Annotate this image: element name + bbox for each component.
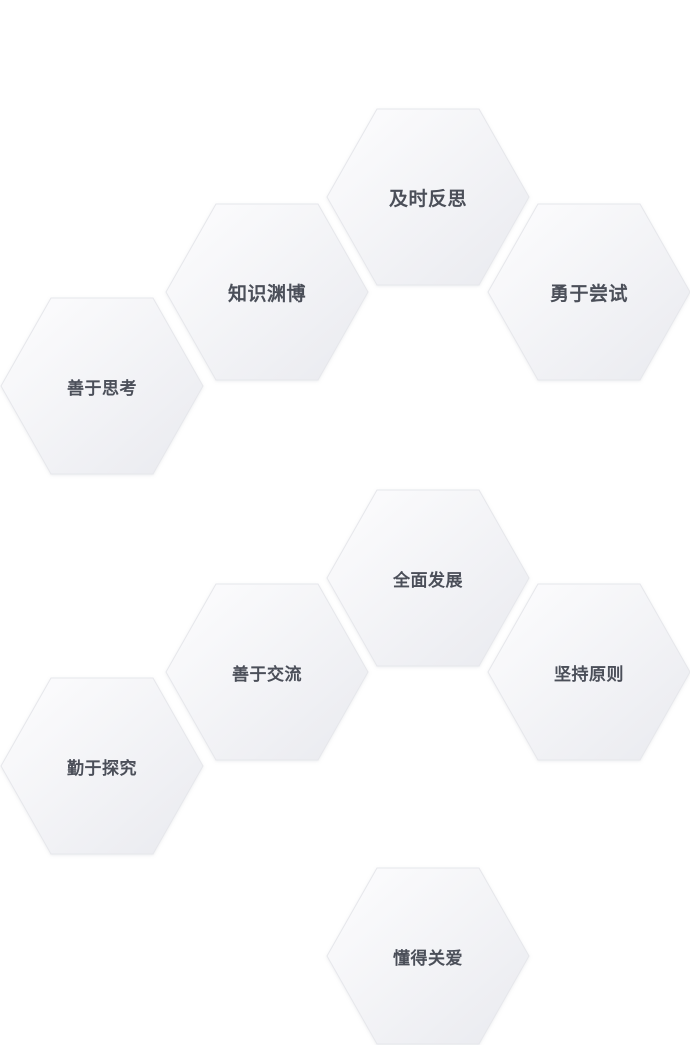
hex-card-label: 全面发展 <box>393 570 463 591</box>
hex-card-care[interactable]: 懂得关爱 <box>326 867 530 1045</box>
hexagon-shape <box>326 108 530 286</box>
hex-card-label: 勇于尝试 <box>549 282 628 305</box>
hex-card-knowledge[interactable]: 知识渊博 <box>165 203 369 381</box>
hexagon-shape <box>487 583 690 761</box>
hex-card-reflect[interactable]: 及时反思 <box>326 108 530 286</box>
hexagon-shape <box>326 867 530 1045</box>
hex-card-label: 及时反思 <box>388 187 467 210</box>
hex-card-label: 善于思考 <box>67 378 137 399</box>
hexagon-shape <box>487 203 690 381</box>
hexagon-shape <box>165 583 369 761</box>
hex-card-explore[interactable]: 勤于探究 <box>0 677 204 855</box>
hexagon-shape <box>0 677 204 855</box>
hex-card-label: 善于交流 <box>232 664 302 685</box>
hex-card-exchange[interactable]: 善于交流 <box>165 583 369 761</box>
hexagon-shape <box>165 203 369 381</box>
hex-card-principle[interactable]: 坚持原则 <box>487 583 690 761</box>
hex-card-label: 勤于探究 <box>67 758 137 779</box>
hex-card-allround[interactable]: 全面发展 <box>326 489 530 667</box>
hexagon-shape <box>0 297 204 475</box>
hex-card-label: 知识渊博 <box>227 282 306 305</box>
hex-card-label: 懂得关爱 <box>393 948 463 969</box>
hex-card-think[interactable]: 善于思考 <box>0 297 204 475</box>
hexagon-shape <box>326 489 530 667</box>
hex-card-label: 坚持原则 <box>554 664 624 685</box>
hex-card-courage[interactable]: 勇于尝试 <box>487 203 690 381</box>
